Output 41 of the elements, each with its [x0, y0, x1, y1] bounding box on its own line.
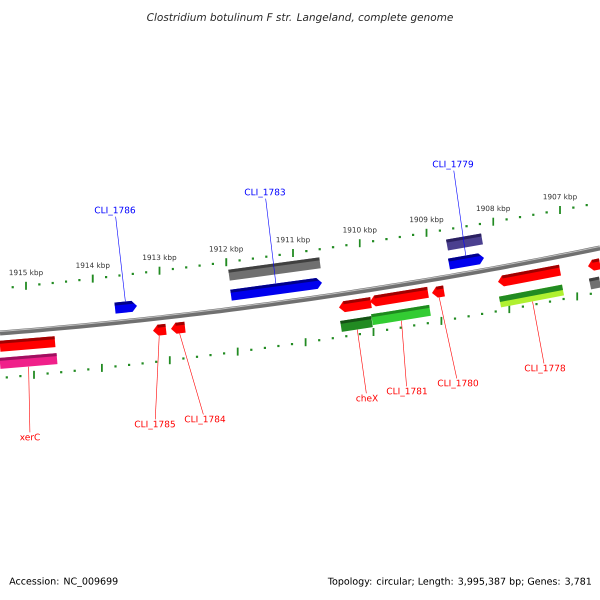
accession-label: Accession: NC_009699: [9, 577, 118, 587]
gene-block: [446, 234, 483, 250]
leader-line: [28, 366, 30, 433]
leader-line: [154, 335, 160, 420]
gene-block: [588, 258, 600, 271]
leader-line: [357, 329, 367, 394]
title: Clostridium botulinum F str. Langeland, complete genome: [147, 12, 453, 24]
gene-block: [588, 276, 600, 290]
gene-label: CLI_1784: [184, 416, 226, 424]
gene-block: [114, 300, 137, 314]
gene-block: [448, 253, 484, 270]
gene-block: [340, 316, 373, 332]
gene-block: [171, 322, 186, 334]
gene-label: cheX: [356, 394, 378, 402]
gene-block: [370, 286, 429, 306]
gene-label: CLI_1779: [432, 160, 474, 170]
leader-line: [401, 320, 407, 387]
gene-block: [0, 353, 58, 369]
leader-line: [532, 301, 544, 364]
gene-block: [228, 257, 321, 281]
gene-block: [432, 286, 445, 298]
gene-block: [230, 278, 322, 301]
gene-block: [498, 284, 564, 308]
gene-label: CLI_1781: [386, 388, 427, 396]
gene-label: CLI_1780: [438, 380, 478, 388]
gene-block: [0, 336, 56, 352]
leader-line: [265, 198, 276, 284]
leader-line: [115, 216, 126, 302]
gene-label: xerC: [20, 434, 40, 440]
leader-line: [454, 170, 466, 256]
gene-block: [498, 264, 562, 286]
leader-line: [179, 333, 204, 415]
summary-label: Topology: circular; Length: 3,995,387 bp; Genes: 3,781: [328, 577, 591, 587]
gene-label: CLI_1783: [244, 188, 285, 198]
gene-block: [339, 297, 372, 312]
gene-block: [153, 324, 167, 336]
gene-block: [371, 304, 431, 326]
gene-label: CLI_1778: [524, 364, 566, 374]
leader-line: [438, 297, 458, 379]
gene-label: CLI_1786: [94, 206, 136, 216]
gene-label: CLI_1785: [134, 420, 175, 430]
